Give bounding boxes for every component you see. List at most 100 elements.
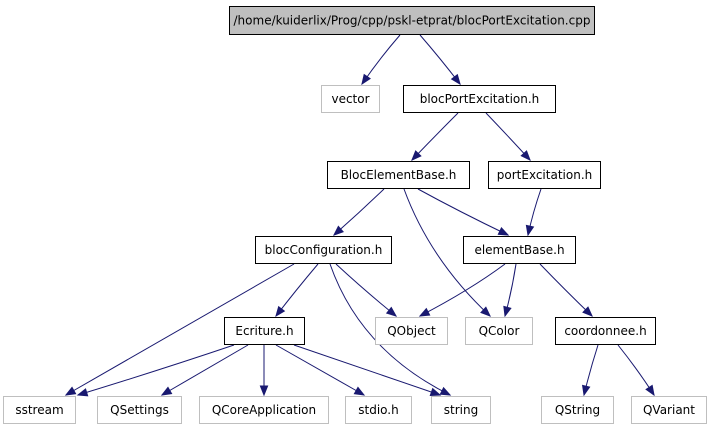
edge-BlocElementBase_h-to-elementBase_h (417, 188, 510, 236)
node-box (199, 396, 329, 424)
node-qsettings: QSettings (97, 396, 182, 424)
node-box (255, 236, 392, 264)
edge-Ecriture_h-to-QCoreApplication (259, 345, 269, 397)
arrow-head-icon (503, 305, 512, 318)
node-blocconfiguration-h[interactable]: blocConfiguration.h (255, 236, 392, 264)
node-box (431, 396, 491, 424)
node-label: portExcitation.h (497, 168, 592, 182)
edge-elementBase_h-to-QColor (503, 263, 517, 318)
edge-root-to-blocPortExcitation_h (419, 34, 461, 86)
node-coordonnee-h[interactable]: coordonnee.h (555, 317, 656, 345)
arrow-head-icon (645, 384, 655, 397)
arrow-head-icon (353, 386, 366, 396)
edge-line (411, 112, 459, 161)
arrow-head-icon (582, 306, 593, 317)
edge-line (333, 188, 385, 236)
edge-Ecriture_h-to-sstream (76, 344, 235, 397)
node-box (488, 161, 601, 189)
edge-line (485, 112, 531, 161)
edge-coordonnee_h-to-QString (581, 344, 599, 397)
node-vector: vector (321, 85, 380, 113)
node-label: string (444, 403, 478, 417)
node-label: QCoreApplication (212, 403, 316, 417)
node-box (327, 161, 470, 189)
node-box (375, 317, 448, 345)
node-qobject: QObject (375, 317, 448, 345)
node-label: QString (555, 403, 600, 417)
node-blocelementbase-h[interactable]: BlocElementBase.h (327, 161, 470, 189)
node-box (465, 317, 533, 345)
node-label: QObject (387, 324, 436, 338)
edge-Ecriture_h-to-string (293, 344, 442, 396)
arrow-head-icon (361, 73, 371, 86)
node-qcolor: QColor (465, 317, 533, 345)
edge-elementBase_h-to-QObject (418, 263, 506, 317)
node-label: elementBase.h (474, 243, 564, 257)
edge-line (293, 344, 441, 396)
arrow-head-icon (581, 384, 591, 397)
node-ecriture-h[interactable]: Ecriture.h (224, 317, 305, 345)
edge-line (77, 344, 235, 396)
edge-line (417, 188, 509, 236)
edge-Ecriture_h-to-QSettings (160, 344, 249, 396)
arrow-head-icon (64, 386, 77, 396)
edge-blocConfiguration_h-to-QObject (335, 263, 398, 317)
edge-blocConfiguration_h-to-Ecriture_h (275, 263, 319, 318)
arrow-head-icon (429, 387, 442, 396)
node-label: sstream (15, 403, 63, 417)
node-box (97, 396, 182, 424)
node-label: stdio.h (358, 403, 398, 417)
node-portexcitation-h[interactable]: portExcitation.h (488, 161, 601, 189)
node-label: QSettings (110, 403, 169, 417)
node-qcoreapplication: QCoreApplication (199, 396, 329, 424)
node-box (3, 396, 76, 424)
edge-portExcitation_h-to-elementBase_h (525, 188, 542, 237)
node-label: blocPortExcitation.h (420, 92, 540, 106)
arrow-head-icon (480, 306, 491, 317)
node-box (541, 396, 614, 424)
arrow-head-icon (385, 306, 398, 317)
edge-line (403, 188, 491, 317)
node-label: /home/kuiderlix/Prog/cpp/pskl-etprat/blo… (234, 14, 591, 28)
arrow-head-icon (497, 226, 510, 236)
edge-line (539, 263, 593, 317)
edge-BlocElementBase_h-to-blocConfiguration_h (332, 188, 385, 236)
edge-line (65, 263, 295, 396)
node-label: blocConfiguration.h (265, 243, 383, 257)
edge-line (275, 344, 365, 396)
edge-root-to-vector (361, 34, 401, 86)
node-box (631, 396, 707, 424)
node-box (555, 317, 656, 345)
edge-blocPortExcitation_h-to-portExcitation_h (485, 112, 531, 161)
edge-coordonnee_h-to-QVariant (617, 344, 655, 397)
arrow-head-icon (411, 150, 422, 161)
node-blocportexcitation-h[interactable]: blocPortExcitation.h (403, 85, 556, 113)
edges-layer (64, 34, 655, 397)
arrow-head-icon (439, 386, 452, 396)
edge-line (161, 344, 249, 396)
arrow-head-icon (76, 388, 89, 397)
node-label: BlocElementBase.h (341, 168, 457, 182)
edge-BlocElementBase_h-to-QColor (403, 188, 491, 317)
node-sstream: sstream (3, 396, 76, 424)
node-label: Ecriture.h (235, 324, 293, 338)
arrow-head-icon (520, 150, 531, 161)
node-box (321, 85, 380, 113)
node-label: QVariant (643, 403, 695, 417)
node-stdio-h: stdio.h (345, 396, 412, 424)
node-root[interactable]: /home/kuiderlix/Prog/cpp/pskl-etprat/blo… (229, 6, 595, 35)
arrow-head-icon (259, 385, 269, 397)
node-box (463, 236, 576, 264)
node-label: vector (331, 92, 369, 106)
node-qstring: QString (541, 396, 614, 424)
node-elementbase-h[interactable]: elementBase.h (463, 236, 576, 264)
node-label: coordonnee.h (564, 324, 646, 338)
node-box (224, 317, 305, 345)
node-label: QColor (479, 324, 520, 338)
arrow-head-icon (450, 73, 461, 86)
edge-blocConfiguration_h-to-sstream (64, 263, 295, 396)
edge-elementBase_h-to-coordonnee_h (539, 263, 593, 317)
edge-line (275, 263, 319, 317)
node-qvariant: QVariant (631, 396, 707, 424)
